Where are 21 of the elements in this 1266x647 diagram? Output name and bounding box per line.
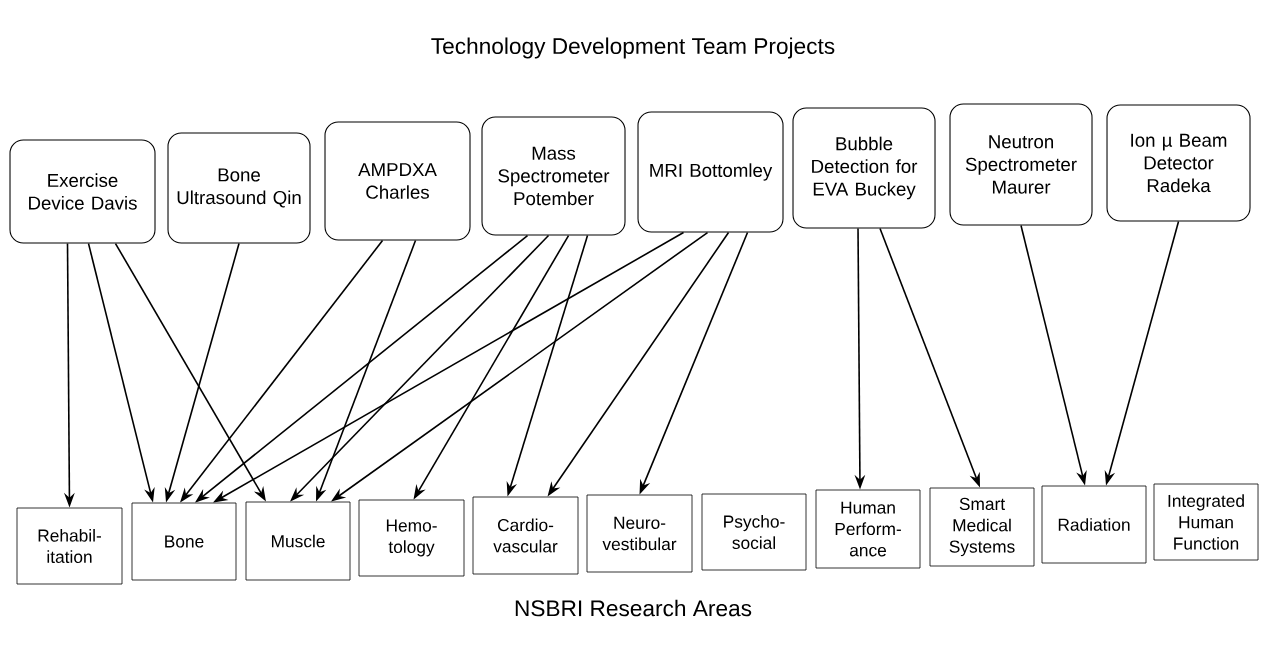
research-area-box: Bone: [131, 502, 237, 581]
project-box: Mass Spectrometer Potember: [481, 116, 626, 236]
project-box: Bone Ultrasound Qin: [167, 132, 311, 244]
research-area-box: Rehabil- itation: [16, 507, 123, 585]
research-area-box: Neuro- vestibular: [586, 494, 693, 573]
axis-caption: NSBRI Research Areas: [515, 599, 752, 617]
research-area-box: Muscle: [245, 501, 351, 581]
research-area-box: Psycho- social: [701, 493, 807, 571]
project-box: Bubble Detection for EVA Buckey: [792, 107, 936, 229]
title: Technology Development Team Projects: [431, 37, 835, 59]
research-area-box: Hemo- tology: [358, 499, 465, 577]
project-box: Exercise Device Davis: [9, 139, 156, 244]
research-area-box: Integrated Human Function: [1153, 483, 1259, 561]
project-box: Neutron Spectrometer Maurer: [949, 103, 1093, 226]
project-box: Ion µ Beam Detector Radeka: [1106, 104, 1251, 222]
project-box: AMPDXA Charles: [324, 121, 471, 241]
research-area-box: Smart Medical Systems: [929, 487, 1035, 567]
research-area-box: Radiation: [1041, 485, 1147, 564]
project-box: MRI Bottomley: [637, 111, 784, 233]
research-area-box: Cardio- vascular: [472, 496, 579, 575]
research-area-box: Human Perform- ance: [815, 489, 921, 569]
